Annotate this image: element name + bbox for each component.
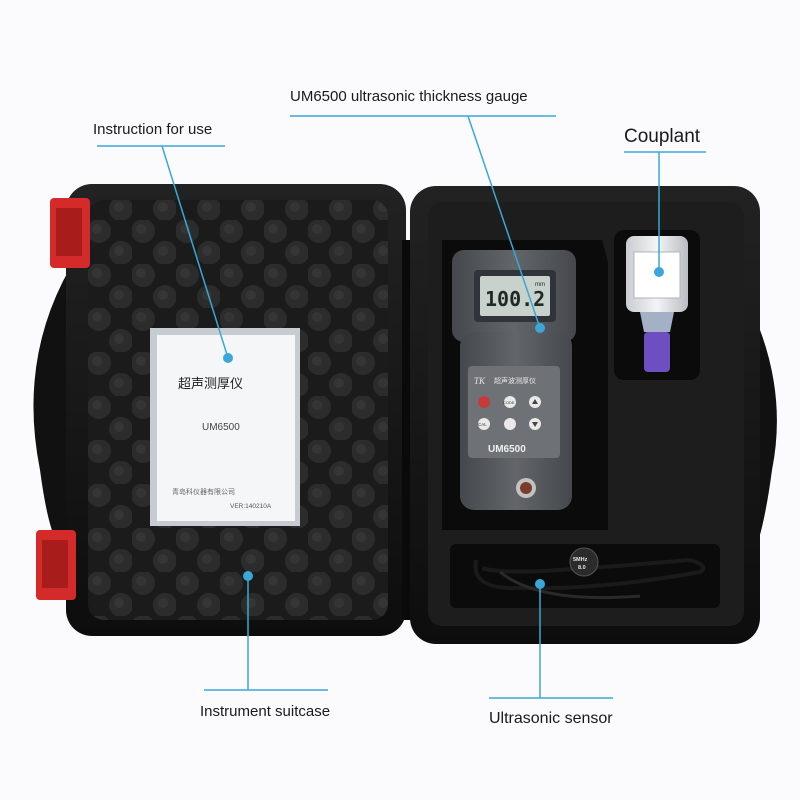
gauge-brand-mark: TK [474, 376, 486, 386]
ultrasonic-sensor: 5MHz 8.0 [473, 547, 706, 600]
callout-suitcase-label: Instrument suitcase [200, 703, 331, 720]
callout-dot-gauge [535, 323, 545, 333]
gauge-reading: 100.2 [485, 287, 545, 311]
callout-line-instruction [97, 145, 229, 359]
callout-dot-couplant [654, 267, 664, 277]
gauge-model: UM6500 [488, 444, 526, 455]
gauge-coding-button [504, 396, 516, 408]
gauge-unit: mm [535, 282, 545, 288]
gauge-device-name: 超声波测厚仪 [494, 376, 536, 385]
sensor-label-top: 5MHz [573, 557, 588, 563]
manual-model: UM6500 [202, 422, 240, 433]
chevron-down-icon [532, 422, 538, 427]
callout-dot-suitcase [243, 571, 253, 581]
chevron-up-icon [532, 399, 538, 404]
callout-line-suitcase [204, 576, 328, 691]
callout-couplant-label: Couplant [624, 126, 701, 147]
bottle-cap [644, 332, 670, 372]
manual-version: VER:140210A [230, 503, 272, 510]
callout-line-sensor [489, 584, 613, 699]
sensor-probe [569, 547, 599, 577]
gauge-cal-button [478, 418, 490, 430]
callout-line-couplant [624, 151, 706, 272]
callout-dot-sensor [535, 579, 545, 589]
sensor-label-bottom: 8.0 [578, 565, 586, 571]
gauge-coding-label: CODE [503, 400, 515, 405]
latch-top-inner [56, 208, 82, 256]
callout-dot-instruction [223, 353, 233, 363]
gauge-power-button [478, 396, 490, 408]
callout-instruction-label: Instruction for use [93, 121, 213, 138]
callout-lines [97, 115, 706, 699]
gauge-cal-label: CAL [478, 422, 487, 427]
callout-sensor-label: Ultrasonic sensor [489, 710, 613, 727]
latch-bottom-inner [42, 540, 68, 588]
callout-line-gauge [290, 115, 556, 329]
manual-company: 青岛科仪器有限公司 [172, 487, 235, 496]
callout-gauge-label: UM6500 ultrasonic thickness gauge [290, 88, 528, 105]
gauge-mode-button [504, 418, 516, 430]
callout-dots [223, 267, 664, 589]
gauge-keypad [468, 366, 560, 458]
thickness-gauge: 100.2 mm TK 超声波测厚仪 CODE CAL UM6500 [452, 250, 576, 510]
manual-title: 超声测厚仪 [178, 377, 243, 392]
